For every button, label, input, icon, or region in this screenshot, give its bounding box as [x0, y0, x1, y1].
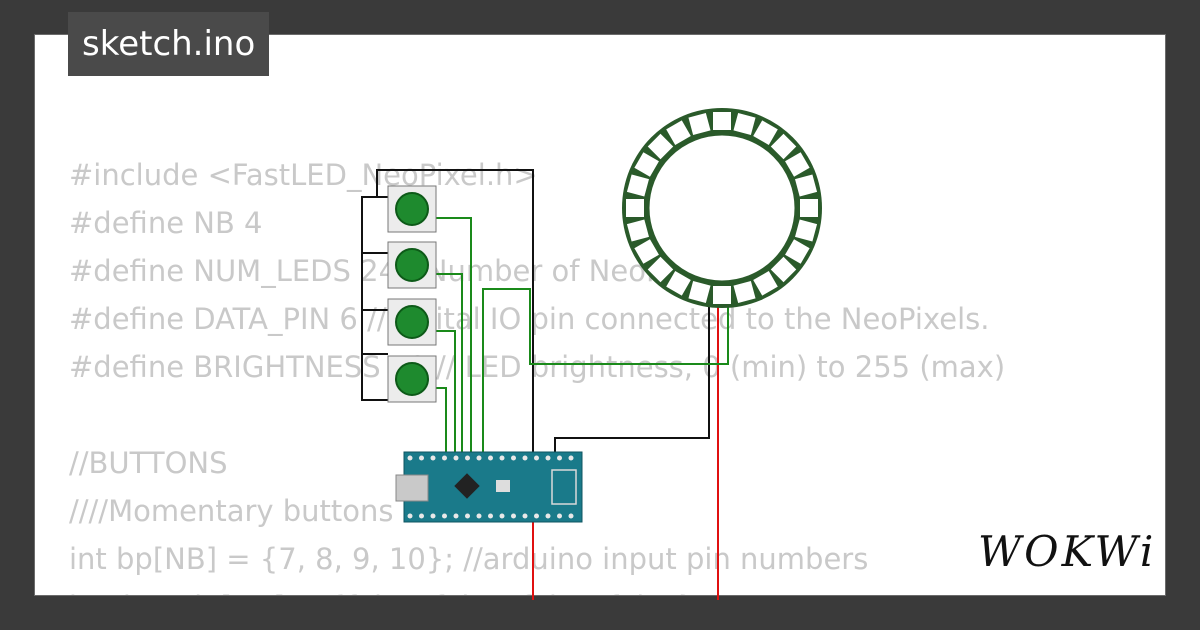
wire-button-3 — [436, 330, 456, 460]
led-pixel — [785, 239, 810, 264]
pin — [534, 513, 539, 519]
button-cap-icon[interactable] — [395, 305, 429, 339]
code-preview: #include <FastLED_NeoPixel.h> #define NB … — [69, 151, 1006, 595]
led-pixel — [626, 219, 649, 242]
led-pixel — [666, 120, 691, 145]
pin — [488, 455, 493, 461]
icsp-header-icon — [551, 469, 577, 505]
pin — [476, 455, 482, 461]
led-pixel — [688, 281, 711, 304]
pin — [465, 513, 470, 519]
pin — [453, 455, 459, 461]
wire-button-2 — [436, 273, 463, 460]
pin — [545, 513, 551, 519]
code-line: boolean lp[NB] = {false, false, false, f… — [69, 583, 1005, 595]
wire-button-1 — [436, 217, 472, 460]
led-pixel — [647, 133, 674, 160]
wire-gnd-buttons — [361, 196, 388, 401]
wire-data-ring — [482, 288, 729, 460]
pin — [465, 455, 470, 461]
pin — [453, 513, 459, 519]
pin — [522, 455, 528, 461]
led-pixel — [713, 112, 731, 130]
wire-button-4 — [436, 387, 447, 460]
arduino-nano-board[interactable] — [395, 451, 583, 523]
button-cap-icon[interactable] — [395, 362, 429, 396]
pin — [511, 513, 516, 519]
button-cap-icon[interactable] — [395, 192, 429, 226]
led-pixel — [626, 174, 649, 197]
code-line: #define NUM_LEDS 24 //Number of NeoPixel… — [69, 254, 728, 288]
code-line: ////Momentary buttons — [69, 494, 394, 528]
button-3[interactable] — [387, 298, 437, 346]
led-pixel — [800, 199, 818, 217]
sketch-title[interactable]: sketch.ino — [68, 12, 270, 76]
pin — [557, 513, 562, 519]
pin — [499, 455, 505, 461]
pin — [476, 513, 482, 519]
led-pixel — [713, 286, 731, 304]
wire-gnd-board — [376, 169, 534, 460]
pin — [499, 513, 505, 519]
pin — [511, 455, 516, 461]
led-pixel — [647, 256, 674, 283]
led-pixel — [733, 281, 756, 304]
pin — [568, 455, 574, 461]
led-pixel — [770, 256, 797, 283]
pin — [488, 513, 493, 519]
led-pixel — [785, 152, 810, 177]
led-pixel — [795, 219, 818, 242]
code-line: #define BRIGHTNESS 50 // LED brightness,… — [69, 350, 1006, 384]
pin — [419, 513, 424, 519]
pin — [407, 513, 413, 519]
pin — [545, 455, 551, 461]
chip-icon — [454, 473, 480, 499]
led-indicator-icon — [496, 480, 510, 492]
led-pixel — [795, 174, 818, 197]
button-2[interactable] — [387, 241, 437, 289]
button-4[interactable] — [387, 355, 437, 403]
pin — [430, 513, 436, 519]
code-line: int bp[NB] = {7, 8, 9, 10}; //arduino in… — [69, 542, 869, 576]
pin — [442, 513, 447, 519]
neopixel-ring[interactable] — [622, 108, 822, 308]
pin — [442, 455, 447, 461]
led-pixel — [753, 271, 778, 296]
button-cap-icon[interactable] — [395, 248, 429, 282]
pin — [430, 455, 436, 461]
pin — [534, 455, 539, 461]
pin-headers — [407, 455, 574, 519]
pin — [568, 513, 574, 519]
led-pixel — [688, 112, 711, 135]
wokwi-logo: WOKWi — [978, 527, 1157, 576]
led-pixel — [753, 120, 778, 145]
led-pixel — [733, 112, 756, 135]
button-1[interactable] — [387, 185, 437, 233]
code-line: //BUTTONS — [69, 446, 228, 480]
pin — [522, 513, 528, 519]
led-pixel — [666, 271, 691, 296]
usb-port-icon — [395, 474, 429, 502]
pin — [557, 455, 562, 461]
pin — [419, 455, 424, 461]
led-pixel — [626, 199, 644, 217]
led-pixel — [634, 152, 659, 177]
led-segments — [626, 112, 818, 304]
led-pixel — [634, 239, 659, 264]
led-pixel — [770, 133, 797, 160]
pin — [407, 455, 413, 461]
code-line: #define NB 4 — [69, 206, 263, 240]
diagram-canvas: #include <FastLED_NeoPixel.h> #define NB … — [34, 34, 1166, 596]
code-line: #include <FastLED_NeoPixel.h> — [69, 158, 538, 192]
